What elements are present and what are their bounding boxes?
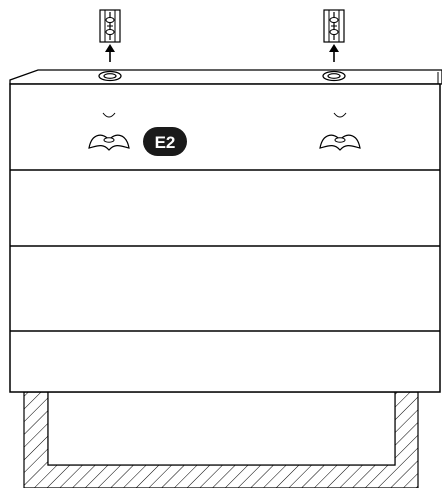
base-plinth (23, 391, 419, 488)
arrow-up-icon (105, 44, 115, 62)
drawer-dividers (10, 169, 440, 332)
bracket-fastener-icon (323, 9, 345, 43)
handle-hole-left (102, 112, 116, 118)
drawer-handle-left (88, 134, 130, 151)
bracket-fastener-icon (99, 9, 121, 43)
part-badge-label: E2 (155, 133, 176, 152)
top-hole-right (322, 70, 346, 82)
top-hole-left (98, 70, 122, 82)
part-badge: E2 (143, 127, 187, 156)
arrow-up-icon (329, 44, 339, 62)
dresser-body (9, 83, 441, 393)
drawer-handle-right (319, 134, 361, 151)
handle-hole-right (333, 112, 347, 118)
